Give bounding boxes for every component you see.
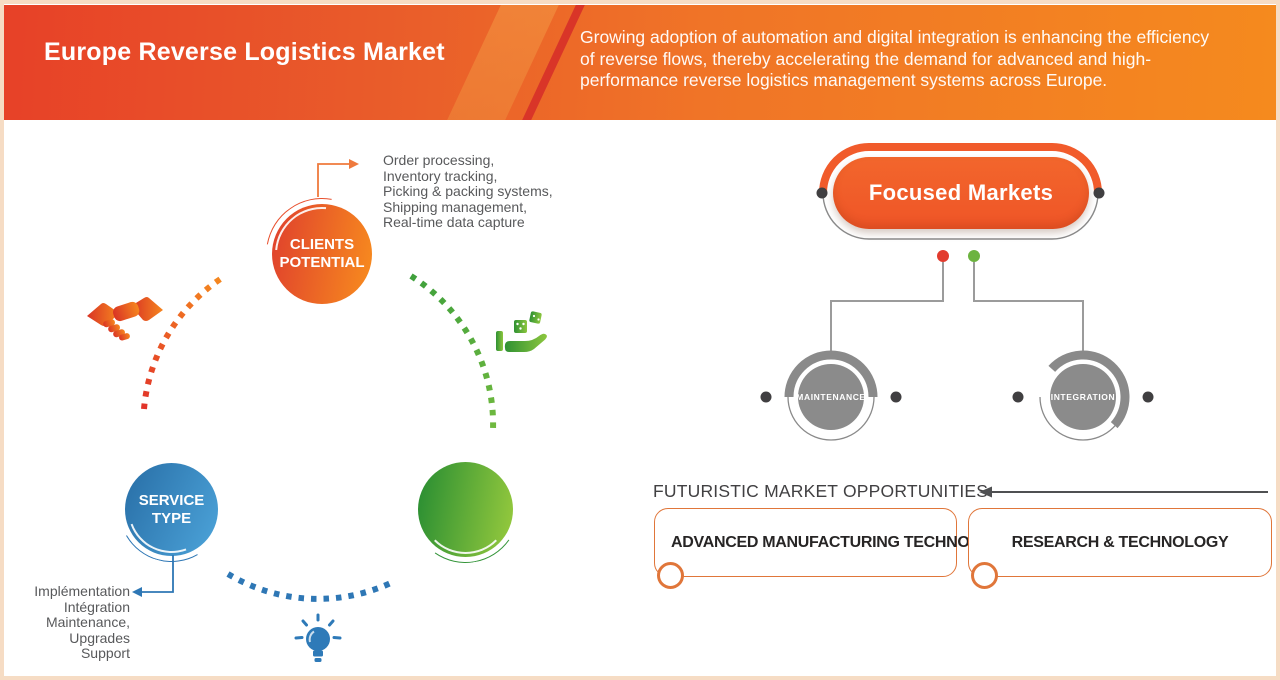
opportunity-box-label: ADVANCED MANUFACTURING TECHNOLOGIES (671, 533, 1029, 551)
dotted-arc-orange (141, 273, 227, 410)
focused-markets-title: Focused Markets (868, 180, 1054, 205)
integration-circle (1050, 364, 1116, 430)
dotted-arc-green (409, 273, 497, 431)
list-item: Real-time data capture (383, 214, 525, 231)
pill-ring-top-arc (819, 143, 1102, 194)
lightbulb-icon (294, 613, 342, 662)
opportunity-box-research-technology: RESEARCH & TECHNOLOGY (968, 508, 1272, 589)
ring-junction-dot (1093, 187, 1105, 199)
clients-callout-line (317, 163, 349, 197)
page-title: Europe Reverse Logistics Market (44, 38, 445, 66)
opportunity-box-advanced-manufacturing: ADVANCED MANUFACTURING TECHNOLOGIES (654, 508, 1029, 589)
list-item: Order processing, (383, 152, 495, 168)
integration-label: INTEGRATION (1050, 392, 1116, 402)
service-type-node: SERVICE TYPE (125, 463, 218, 556)
maintenance-thin-arc (787, 396, 875, 441)
header-description: Growing adoption of automation and digit… (580, 27, 1210, 90)
node-side-dot (1012, 391, 1024, 403)
list-item: Shipping management, (383, 198, 527, 215)
opportunities-heading: FUTURISTIC MARKET OPPORTUNITIES (653, 481, 989, 501)
opportunity-box-label: RESEARCH & TECHNOLOGY (1011, 533, 1229, 551)
clients-callout-arrowhead-icon (349, 159, 359, 169)
handshake-icon (87, 297, 163, 341)
list-item: Upgrades (69, 629, 130, 646)
corner-ring-icon (971, 562, 998, 589)
corner-ring-icon (657, 562, 684, 589)
service-callout-line (142, 555, 174, 593)
node-side-dot (760, 391, 772, 403)
integration-thick-arc (1048, 350, 1130, 429)
header-diagonal-stripe-light (441, 5, 565, 120)
list-item: Support (80, 645, 130, 662)
clients-services-list: Order processing, Inventory tracking, Pi… (383, 152, 553, 231)
focused-markets-pill: Focused Markets (833, 157, 1089, 229)
maintenance-circle (798, 364, 864, 430)
branch-dot-red (937, 250, 949, 262)
list-item: Inventory tracking, (383, 167, 498, 184)
list-item: Maintenance, (45, 614, 130, 631)
list-item: Picking & packing systems, (383, 183, 553, 200)
list-item: Intégration (63, 598, 130, 615)
connector-integration (973, 262, 1084, 353)
opportunities-arrowhead-icon (979, 486, 992, 498)
ring-junction-dot (816, 187, 828, 199)
connector-maintenance (830, 262, 944, 353)
service-callout-arrowhead-icon (132, 587, 142, 597)
maintenance-thick-arc (784, 350, 878, 398)
header-banner: Europe Reverse Logistics Market Growing … (4, 5, 1276, 120)
list-item: Implémentation (34, 583, 130, 599)
green-node (418, 462, 513, 557)
node-side-dot (890, 391, 902, 403)
hand-with-products-icon (496, 311, 547, 352)
dotted-arc-blue (226, 571, 397, 602)
focused-markets-graphic (760, 143, 1268, 498)
service-items-list: Implémentation Intégration Maintenance, … (18, 583, 130, 662)
pill-ring-bottom-arc (822, 192, 1099, 240)
node-side-dot (1142, 391, 1154, 403)
cycle-connectors-graphic (132, 159, 497, 602)
maintenance-label: MAINTENANCE (796, 392, 866, 402)
clients-potential-node: CLIENTS POTENTIAL (272, 204, 372, 304)
branch-dot-green (968, 250, 980, 262)
